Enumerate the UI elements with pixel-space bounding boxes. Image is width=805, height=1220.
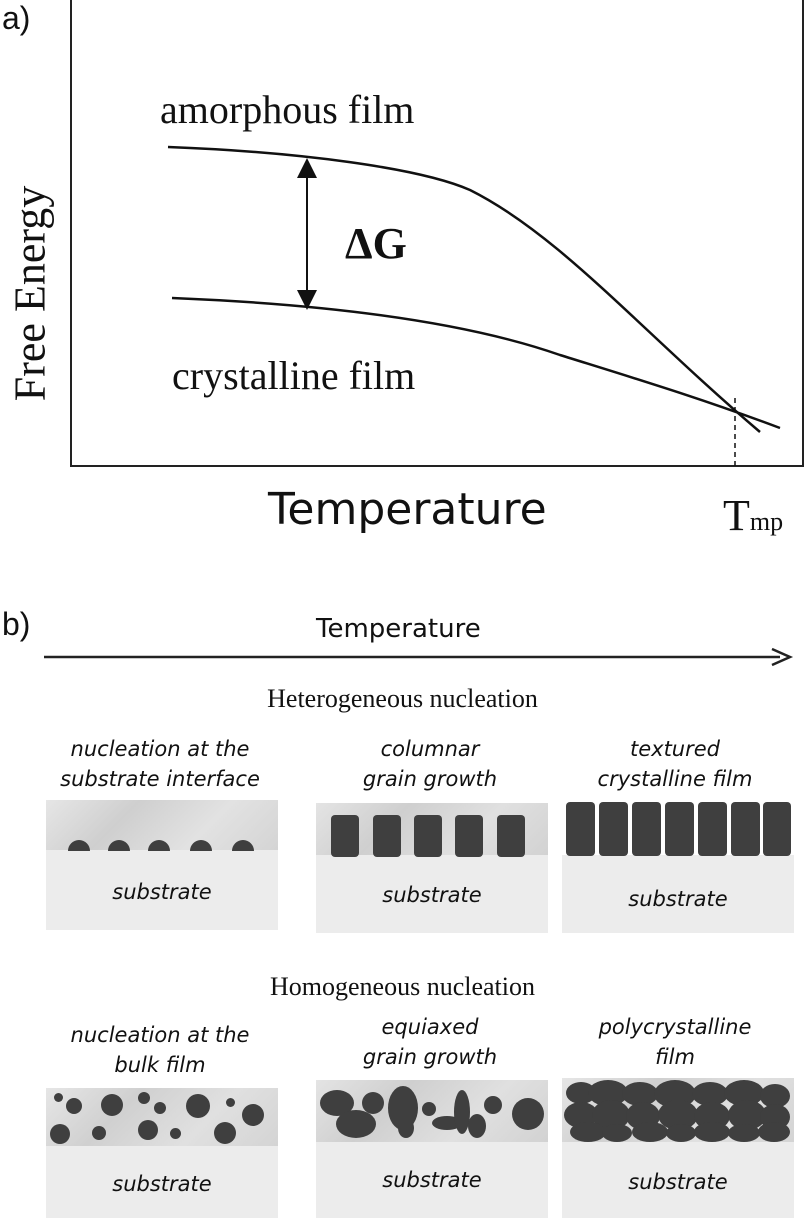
nucleus (50, 1124, 70, 1144)
nucleus (138, 1120, 158, 1140)
caption-line: film (655, 1045, 695, 1069)
columnar-grain (455, 815, 483, 857)
homo-caption-2: equiaxed grain growth (310, 1012, 550, 1072)
nucleus (68, 840, 90, 851)
substrate-layer: substrate (562, 855, 794, 933)
nucleus (242, 1104, 264, 1126)
tmp-main: T (723, 491, 750, 540)
panel-b-label: b) (2, 606, 31, 642)
columnar-grain (731, 802, 760, 856)
hetero-caption-1: nucleation at the substrate interface (40, 734, 280, 794)
nucleus (170, 1128, 181, 1139)
delta-g-label: ΔG (345, 219, 407, 268)
substrate-label: substrate (112, 880, 212, 904)
caption-line: nucleation at the (70, 737, 250, 761)
caption-line: crystalline film (597, 767, 753, 791)
hetero-stage-3: substrate (562, 800, 794, 933)
caption-line: grain growth (362, 1045, 498, 1069)
equiaxed-grain (362, 1092, 384, 1114)
nucleus (92, 1126, 106, 1140)
polycrystal-grain (694, 1122, 730, 1142)
nucleus (226, 1098, 235, 1107)
homo-caption-1: nucleation at the bulk film (40, 1020, 280, 1080)
substrate-label: substrate (382, 1168, 482, 1192)
nucleus (190, 840, 212, 851)
substrate-layer: substrate (562, 1142, 794, 1218)
nucleus (148, 840, 170, 851)
homogeneous-title: Homogeneous nucleation (270, 972, 535, 1001)
homo-stage-3: substrate (562, 1078, 794, 1218)
free-energy-curves (167, 145, 781, 467)
caption-line: columnar (380, 737, 480, 761)
homo-caption-3: polycrystalline film (555, 1012, 795, 1072)
substrate-layer: substrate (46, 850, 278, 930)
columnar-grain (632, 802, 661, 856)
polycrystal-grain (758, 1122, 790, 1142)
nucleus (101, 1094, 123, 1116)
nucleus (154, 1102, 166, 1114)
panel-a-label: a) (2, 0, 31, 36)
amorphous-curve (167, 145, 761, 433)
polycrystal-grain (602, 1124, 632, 1142)
x-axis-label: Temperature (268, 484, 547, 535)
equiaxed-grain (468, 1114, 486, 1138)
temperature-arrow (44, 647, 794, 667)
amorphous-film-layer (46, 1088, 278, 1146)
tmp-label: Tmp (723, 490, 783, 541)
crystalline-film-label: crystalline film (172, 353, 416, 398)
polycrystal-grain (666, 1124, 696, 1142)
columnar-grain (414, 815, 442, 857)
caption-line: equiaxed (381, 1015, 479, 1039)
amorphous-film-label: amorphous film (160, 87, 415, 132)
hetero-caption-2: columnar grain growth (310, 734, 550, 794)
columnar-grain (698, 802, 727, 856)
nucleus (138, 1092, 150, 1104)
equiaxed-grain (422, 1102, 436, 1116)
caption-line: polycrystalline (598, 1015, 752, 1039)
substrate-label: substrate (628, 887, 728, 911)
free-energy-plot-frame (70, 0, 804, 467)
substrate-layer: substrate (316, 1142, 548, 1218)
nucleus (54, 1093, 63, 1102)
equiaxed-grain (336, 1110, 376, 1138)
equiaxed-grain (398, 1118, 414, 1138)
nucleus (108, 840, 130, 851)
equiaxed-grain (454, 1090, 470, 1134)
polycrystal-grain (632, 1122, 668, 1142)
substrate-label: substrate (628, 1170, 728, 1194)
caption-line: grain growth (362, 767, 498, 791)
caption-line: substrate interface (60, 767, 260, 791)
substrate-layer: substrate (316, 855, 548, 933)
nucleus (186, 1094, 210, 1118)
homo-stage-1: substrate (46, 1088, 278, 1218)
columnar-grain (373, 815, 401, 857)
substrate-layer: substrate (46, 1146, 278, 1218)
equiaxed-grain (484, 1096, 502, 1114)
polycrystal-grain (570, 1122, 606, 1142)
columnar-grain (497, 815, 525, 857)
polycrystal-grain (728, 1124, 760, 1142)
columnar-grain (566, 802, 595, 856)
caption-line: textured (629, 737, 720, 761)
columnar-grain (331, 815, 359, 857)
equiaxed-grain (512, 1098, 544, 1130)
columnar-grain (763, 802, 791, 856)
hetero-stage-2: substrate (316, 803, 548, 933)
tmp-subscript: mp (749, 507, 784, 536)
heterogeneous-title: Heterogeneous nucleation (267, 684, 538, 713)
crystalline-curve (171, 296, 781, 430)
columnar-grain (599, 802, 628, 856)
substrate-label: substrate (382, 883, 482, 907)
nucleus (232, 840, 254, 851)
caption-line: bulk film (114, 1053, 206, 1077)
hetero-stage-1: substrate (46, 800, 278, 930)
substrate-label: substrate (112, 1172, 212, 1196)
hetero-caption-3: textured crystalline film (555, 734, 795, 794)
temperature-arrow-label: Temperature (316, 614, 481, 644)
columnar-grain (665, 802, 694, 856)
homo-stage-2: substrate (316, 1080, 548, 1218)
nucleus (214, 1122, 236, 1144)
caption-line: nucleation at the (70, 1023, 250, 1047)
nucleus (66, 1098, 82, 1114)
